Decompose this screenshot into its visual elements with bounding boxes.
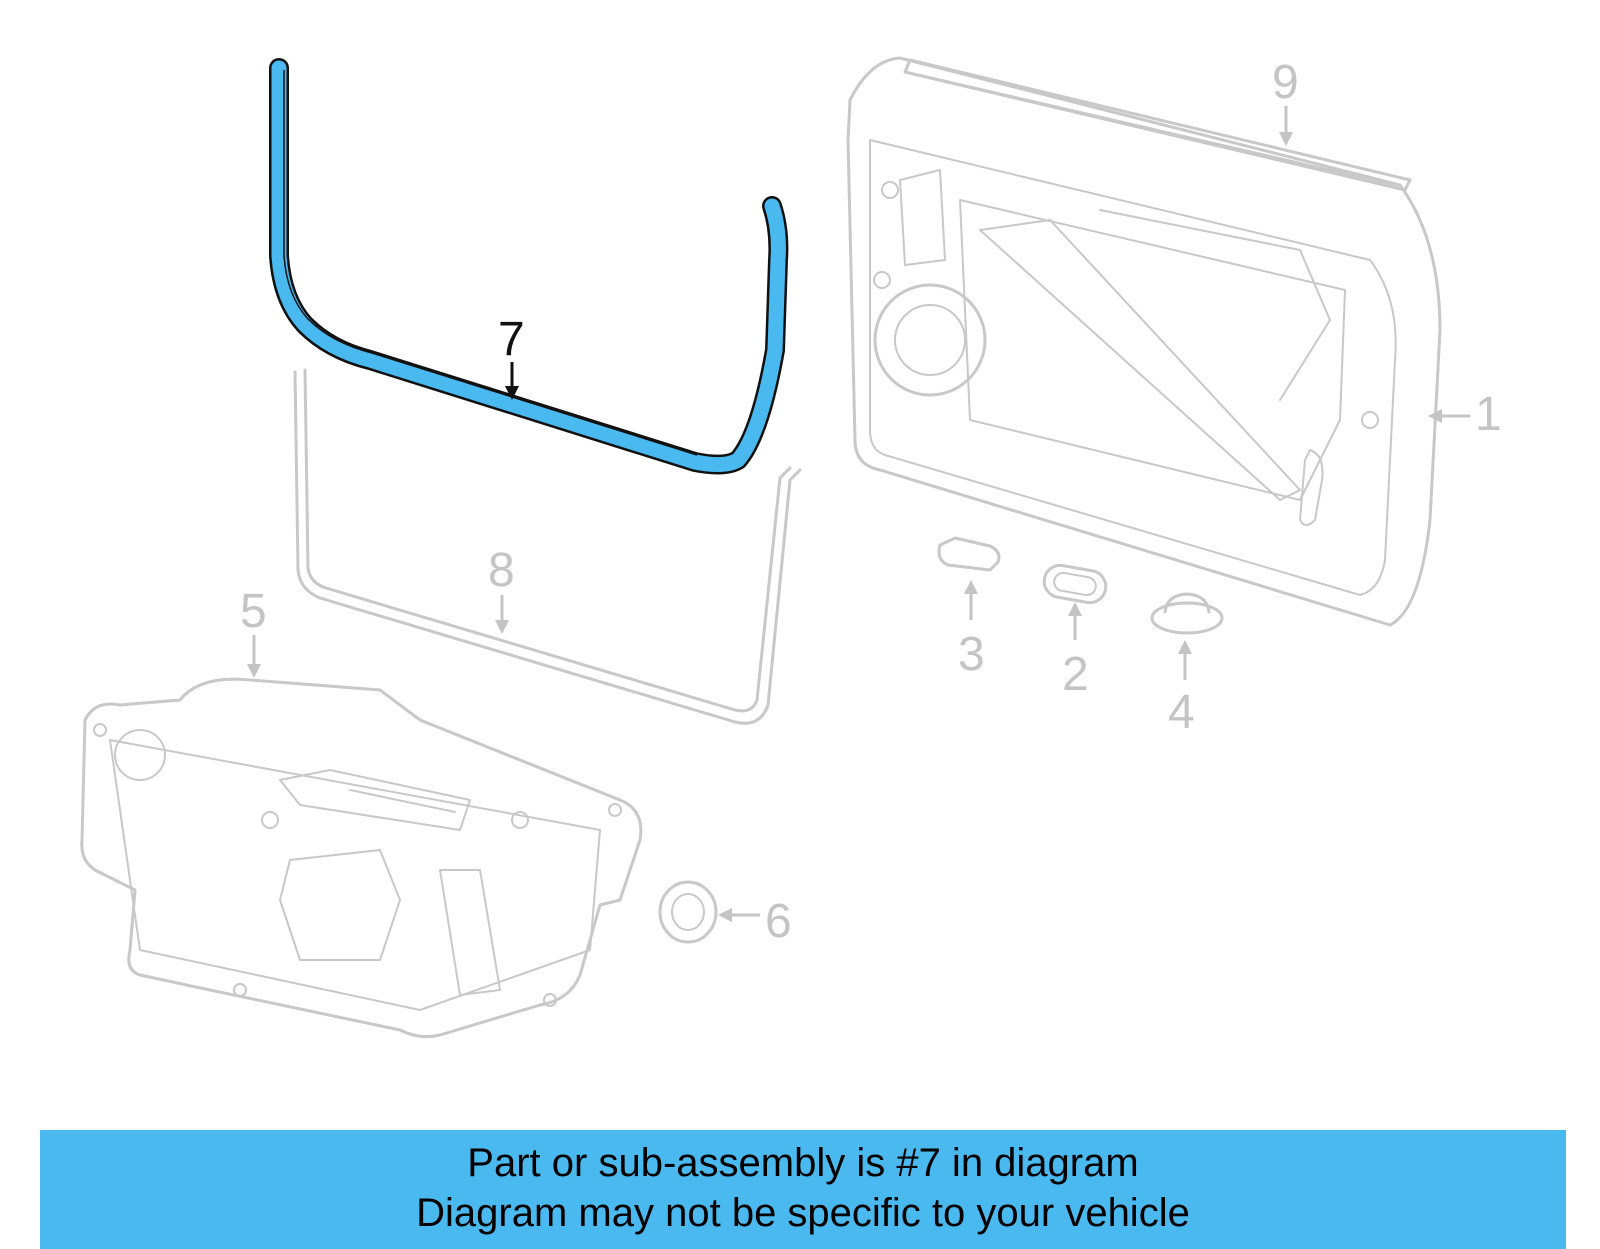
svg-text:4: 4 xyxy=(1168,686,1195,739)
banner-line-disclaimer: Diagram may not be specific to your vehi… xyxy=(416,1191,1190,1235)
callout-3: 3 xyxy=(958,580,985,681)
callout-7: 7 xyxy=(498,313,525,400)
part-9-belt-molding xyxy=(903,58,1412,192)
callout-5: 5 xyxy=(240,585,267,678)
svg-text:5: 5 xyxy=(240,585,267,638)
svg-text:1: 1 xyxy=(1475,388,1502,441)
part-5-regulator-panel xyxy=(80,677,643,1039)
svg-text:6: 6 xyxy=(765,895,792,948)
callout-6: 6 xyxy=(718,895,792,948)
svg-text:8: 8 xyxy=(488,544,515,597)
info-banner: Part or sub-assembly is #7 in diagram Di… xyxy=(40,1130,1566,1249)
callout-2: 2 xyxy=(1062,602,1089,701)
banner-line-part: Part or sub-assembly is #7 in diagram xyxy=(467,1141,1139,1185)
svg-text:7: 7 xyxy=(498,313,525,366)
part-3-clip xyxy=(937,536,1001,572)
part-8-lower-weatherstrip xyxy=(293,368,802,725)
part-2-oval-plug xyxy=(1042,563,1108,605)
part-6-plug xyxy=(658,880,718,944)
callout-8: 8 xyxy=(488,544,515,634)
svg-text:9: 9 xyxy=(1272,56,1299,109)
callout-1: 1 xyxy=(1428,388,1502,441)
part-1-door-shell xyxy=(846,56,1442,627)
part-4-round-plug xyxy=(1150,592,1224,635)
svg-text:2: 2 xyxy=(1062,648,1089,701)
svg-text:3: 3 xyxy=(958,628,985,681)
parts-diagram: 1 2 3 4 5 6 7 8 9 xyxy=(80,56,1502,1039)
callout-4: 4 xyxy=(1168,640,1195,739)
part-7-weatherstrip-highlighted xyxy=(269,58,789,475)
callout-9: 9 xyxy=(1272,56,1299,146)
